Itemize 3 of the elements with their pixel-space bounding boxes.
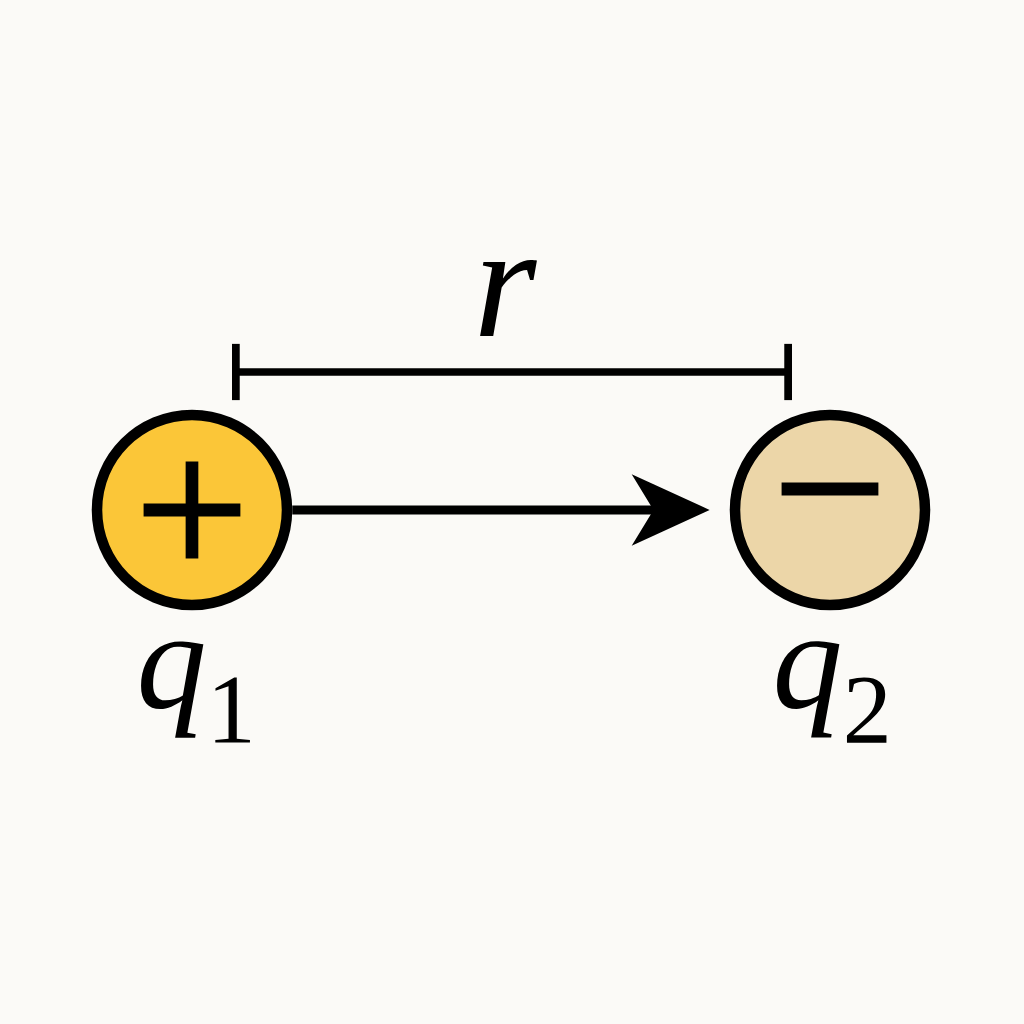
charge-label: q$_{1}$	[141, 641, 250, 743]
distance-label: r	[480, 259, 537, 337]
charge-label: q$_{2}$	[777, 641, 887, 743]
